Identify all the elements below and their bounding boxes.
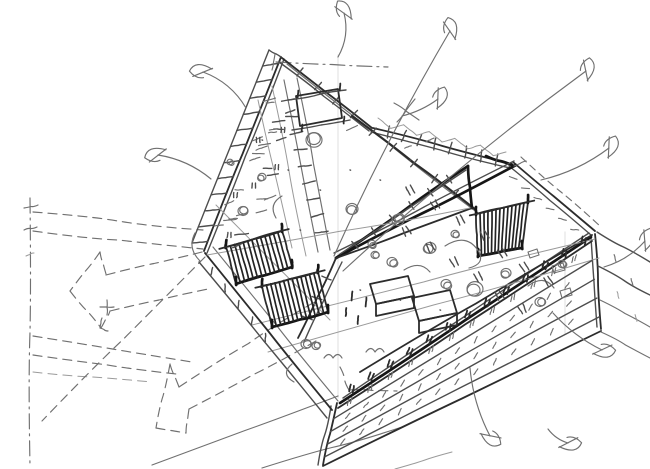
pennant-arrowhead-icon <box>592 343 617 358</box>
facade-courses <box>324 235 600 458</box>
view-direction-arrows <box>144 0 650 451</box>
roofscape-structures <box>206 63 573 383</box>
access-direction-arrows <box>69 251 319 434</box>
roof-texture-marks <box>213 97 580 315</box>
building-block-edges <box>191 49 650 467</box>
pennant-arrowhead-icon <box>432 86 448 110</box>
pennant-arrowhead-icon <box>638 227 650 252</box>
pennant-arrowhead-icon <box>579 57 595 82</box>
pennant-arrowhead-icon <box>603 135 619 159</box>
pennant-arrowhead-icon <box>334 0 353 20</box>
site-guide-lines <box>23 197 453 469</box>
pennant-arrowhead-icon <box>442 16 458 41</box>
pennant-arrowhead-icon <box>479 430 502 447</box>
scan-edge-artifacts <box>100 460 650 469</box>
pennant-arrowhead-icon <box>144 147 167 163</box>
pennant-arrowhead-icon <box>558 436 583 451</box>
pennant-arrowhead-icon <box>188 64 214 79</box>
